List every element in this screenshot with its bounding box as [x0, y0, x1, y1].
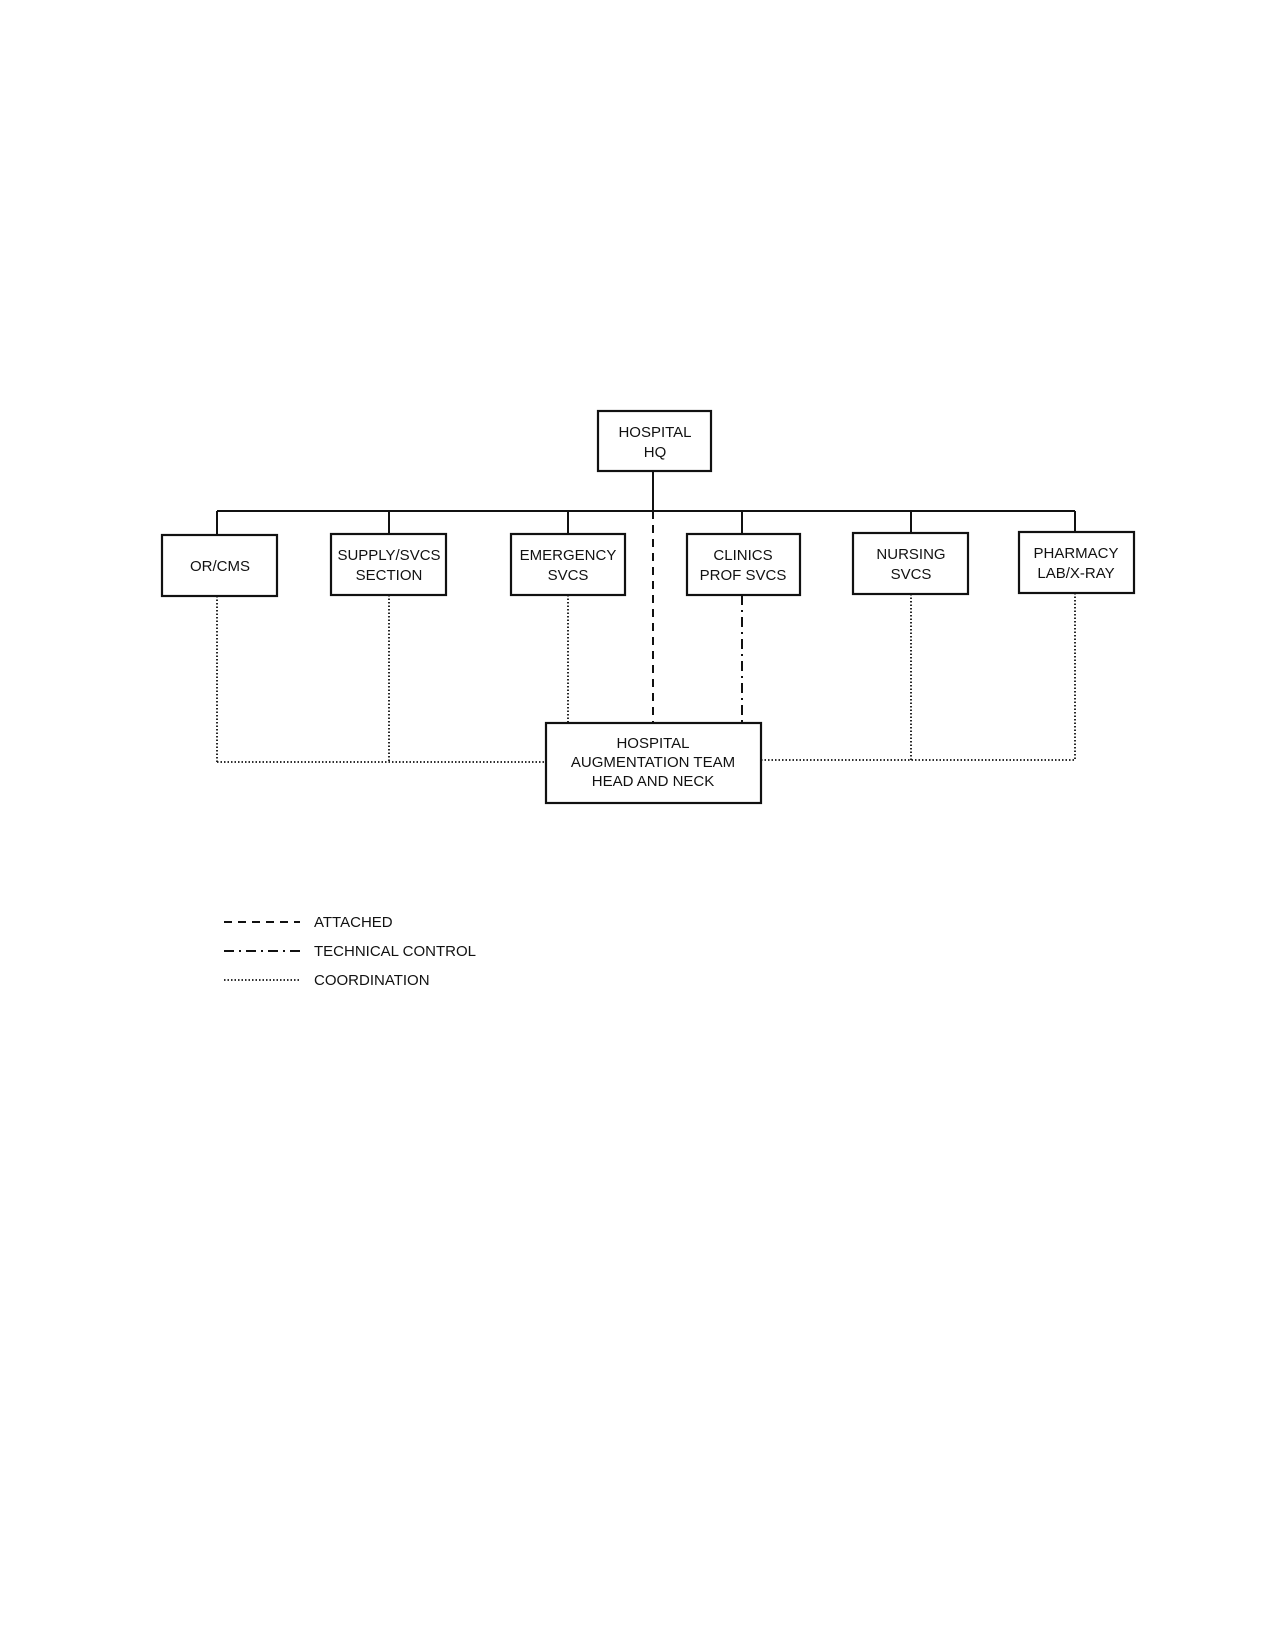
node-hospital-augmentation-team: HOSPITAL AUGMENTATION TEAM HEAD AND NECK [544, 721, 763, 805]
legend-item-attached: ATTACHED [224, 914, 393, 931]
legend: ATTACHED TECHNICAL CONTROL COORDINATION [224, 914, 476, 989]
legend-label: TECHNICAL CONTROL [314, 943, 476, 960]
coordination-lines [216, 593, 1076, 763]
command-lines [216, 470, 1076, 535]
node-label: LAB/X-RAY [1037, 565, 1114, 582]
node-label: SVCS [891, 566, 932, 583]
node-label: SUPPLY/SVCS [337, 547, 440, 564]
node-label: SECTION [356, 567, 423, 584]
node-label: EMERGENCY [520, 547, 617, 564]
node-label: PHARMACY [1033, 545, 1118, 562]
legend-label: COORDINATION [314, 972, 430, 989]
node-label: HOSPITAL [618, 424, 691, 441]
node-label: HQ [644, 444, 667, 461]
legend-item-coordination: COORDINATION [224, 972, 430, 989]
legend-item-technical-control: TECHNICAL CONTROL [224, 943, 476, 960]
node-label: SVCS [548, 567, 589, 584]
node-supply-svcs-section: SUPPLY/SVCS SECTION [329, 532, 448, 597]
legend-label: ATTACHED [314, 914, 393, 931]
node-label: NURSING [876, 546, 945, 563]
node-label: OR/CMS [190, 558, 250, 575]
node-clinics-prof-svcs: CLINICS PROF SVCS [685, 532, 802, 597]
node-pharmacy-lab-xray: PHARMACY LAB/X-RAY [1017, 530, 1136, 595]
node-hospital-hq: HOSPITAL HQ [596, 409, 713, 473]
node-nursing-svcs: NURSING SVCS [851, 531, 970, 596]
node-label: PROF SVCS [700, 567, 787, 584]
node-emergency-svcs: EMERGENCY SVCS [509, 532, 627, 597]
node-or-cms: OR/CMS [160, 533, 279, 598]
node-label: HOSPITAL [616, 735, 689, 752]
node-label: CLINICS [713, 547, 772, 564]
node-label: HEAD AND NECK [592, 773, 715, 790]
node-label: AUGMENTATION TEAM [571, 754, 735, 771]
